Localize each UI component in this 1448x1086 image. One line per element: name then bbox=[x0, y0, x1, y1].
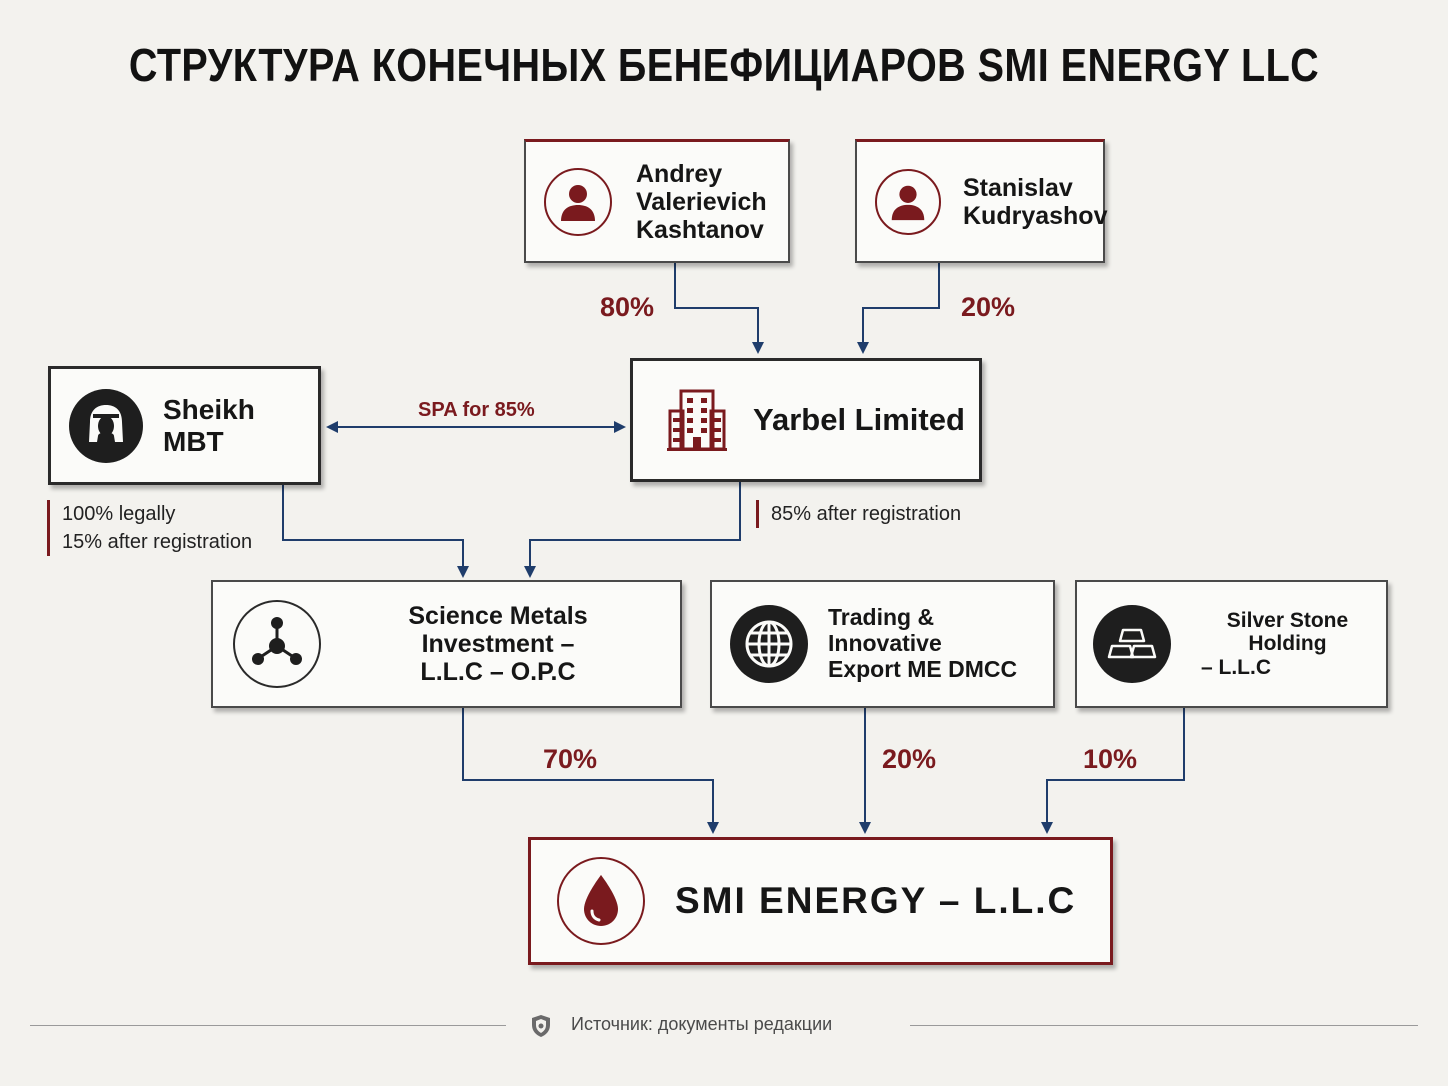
yarbel-box: Yarbel Limited bbox=[630, 358, 982, 482]
pct-kudryashov: 20% bbox=[961, 292, 1016, 322]
footer-divider-left bbox=[30, 1025, 506, 1026]
owner-name-line1: Stanislav bbox=[963, 173, 1073, 202]
connector-yarbel-science bbox=[524, 481, 741, 578]
yarbel-note: 85% after registration bbox=[756, 500, 961, 528]
person-icon bbox=[544, 167, 612, 236]
yarbel-note-text: 85% after registration bbox=[771, 503, 962, 525]
connector-silver-energy bbox=[1041, 707, 1185, 834]
sheikh-note: 100% legally 15% after registration bbox=[47, 500, 252, 556]
connector-kashtanov-yarbel bbox=[674, 262, 764, 354]
science-metals-box: Science Metals Investment – L.L.C – O.P.… bbox=[211, 580, 682, 708]
trading-line2: Export ME DMCC bbox=[828, 655, 1018, 682]
gold-bars-icon bbox=[1093, 605, 1171, 683]
smi-energy-box: SMI ENERGY – L.L.C bbox=[528, 837, 1113, 965]
spa-label: SPA for 85% bbox=[418, 399, 535, 421]
owner-box-kashtanov: Andrey Valerievich Kashtanov bbox=[524, 139, 790, 263]
oil-drop-icon bbox=[557, 857, 645, 945]
sheikh-note-line1: 100% legally bbox=[62, 503, 176, 525]
smi-energy-label: SMI ENERGY – L.L.C bbox=[675, 880, 1077, 922]
footer-divider-right bbox=[910, 1025, 1418, 1026]
owner-name-line2: Kudryashov bbox=[963, 201, 1108, 230]
connector-sheikh-science bbox=[282, 484, 469, 578]
sheikh-note-line2: 15% after registration bbox=[62, 531, 253, 553]
silver-line1: Silver Stone Holding bbox=[1226, 608, 1349, 656]
sheikh-label: Sheikh MBT bbox=[163, 394, 255, 457]
sheikh-icon bbox=[69, 388, 143, 463]
science-line1: Science Metals Investment – bbox=[408, 602, 588, 658]
yarbel-label: Yarbel Limited bbox=[753, 401, 965, 437]
pct-science: 70% bbox=[543, 744, 598, 774]
silver-line2: – L.L.C bbox=[1201, 655, 1272, 679]
pct-trading: 20% bbox=[882, 744, 937, 774]
building-icon bbox=[665, 387, 729, 453]
owner-name-line2: Valerievich bbox=[636, 187, 767, 216]
globe-icon bbox=[730, 605, 808, 683]
person-icon bbox=[875, 168, 941, 235]
pct-silver: 10% bbox=[1083, 744, 1138, 774]
owner-box-kudryashov: Stanislav Kudryashov bbox=[855, 139, 1108, 263]
connector-kudryashov-yarbel bbox=[857, 262, 940, 354]
owner-name-line1: Andrey bbox=[636, 159, 723, 188]
footer-source: Источник: документы редакции bbox=[571, 1014, 833, 1034]
shield-icon bbox=[530, 1014, 552, 1038]
pct-kashtanov: 80% bbox=[600, 292, 655, 322]
silver-stone-box: Silver Stone Holding – L.L.C bbox=[1075, 580, 1388, 708]
trading-box: Trading & Innovative Export ME DMCC bbox=[710, 580, 1055, 708]
science-line2: L.L.C – O.P.C bbox=[420, 658, 576, 686]
sheikh-box: Sheikh MBT bbox=[48, 366, 321, 485]
owner-name-line3: Kashtanov bbox=[636, 215, 764, 244]
molecule-icon bbox=[233, 600, 321, 688]
trading-line1: Trading & Innovative bbox=[828, 604, 942, 657]
page-title: СТРУКТУРА КОНЕЧНЫХ БЕНЕФИЦИАРОВ SMI ENER… bbox=[128, 39, 1320, 91]
connector-science-energy bbox=[462, 707, 719, 834]
